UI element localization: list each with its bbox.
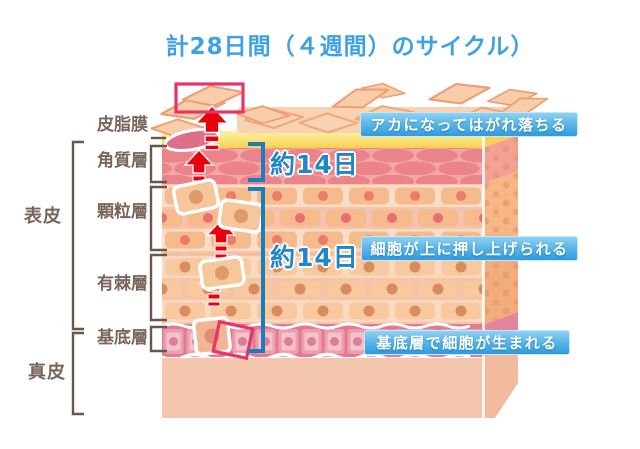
side-face: [482, 118, 518, 418]
migrating-cells: [170, 177, 266, 356]
callout-flakes-off: アカになってはがれ落ちる: [360, 112, 578, 137]
bracket-basal: [149, 325, 167, 353]
layer-label-sebum-film: 皮脂膜: [97, 115, 148, 135]
bracket-upper-14days: [248, 142, 265, 182]
bracket-epidermis: [71, 140, 84, 331]
bracket-dermis: [71, 331, 84, 416]
duration-brackets: [248, 142, 265, 353]
layer-label-basal: 基底層: [97, 328, 148, 348]
callout-cells-born: 基底層で細胞が生まれる: [364, 330, 570, 355]
dermis-layer: [162, 358, 483, 418]
region-label-dermis: 真皮: [28, 362, 66, 383]
bracket-spinous: [149, 253, 167, 322]
callout-cells-pushed-up: 細胞が上に押し上げられる: [361, 236, 578, 261]
bracket-lower-14days: [248, 187, 265, 353]
layer-label-granular: 顆粒層: [97, 202, 148, 222]
highlight-box-newborn-cell: [211, 319, 255, 361]
layer-label-stratum-corneum: 角質層: [97, 151, 148, 171]
layer-brackets: [71, 136, 167, 416]
highlight-box-flake: [174, 82, 245, 114]
bracket-granular: [149, 185, 167, 252]
duration-label-upper: 約14日: [270, 150, 359, 179]
bracket-stratum-corneum: [149, 144, 167, 184]
region-label-epidermis: 表皮: [24, 206, 62, 227]
newborn-cell: [192, 316, 232, 356]
duration-label-lower: 約14日: [270, 243, 359, 272]
stratum-corneum-layer: [162, 148, 483, 184]
layer-label-spinous: 有棘層: [97, 274, 148, 294]
page-title: 計28日間（４週間）のサイクル）: [165, 34, 535, 60]
